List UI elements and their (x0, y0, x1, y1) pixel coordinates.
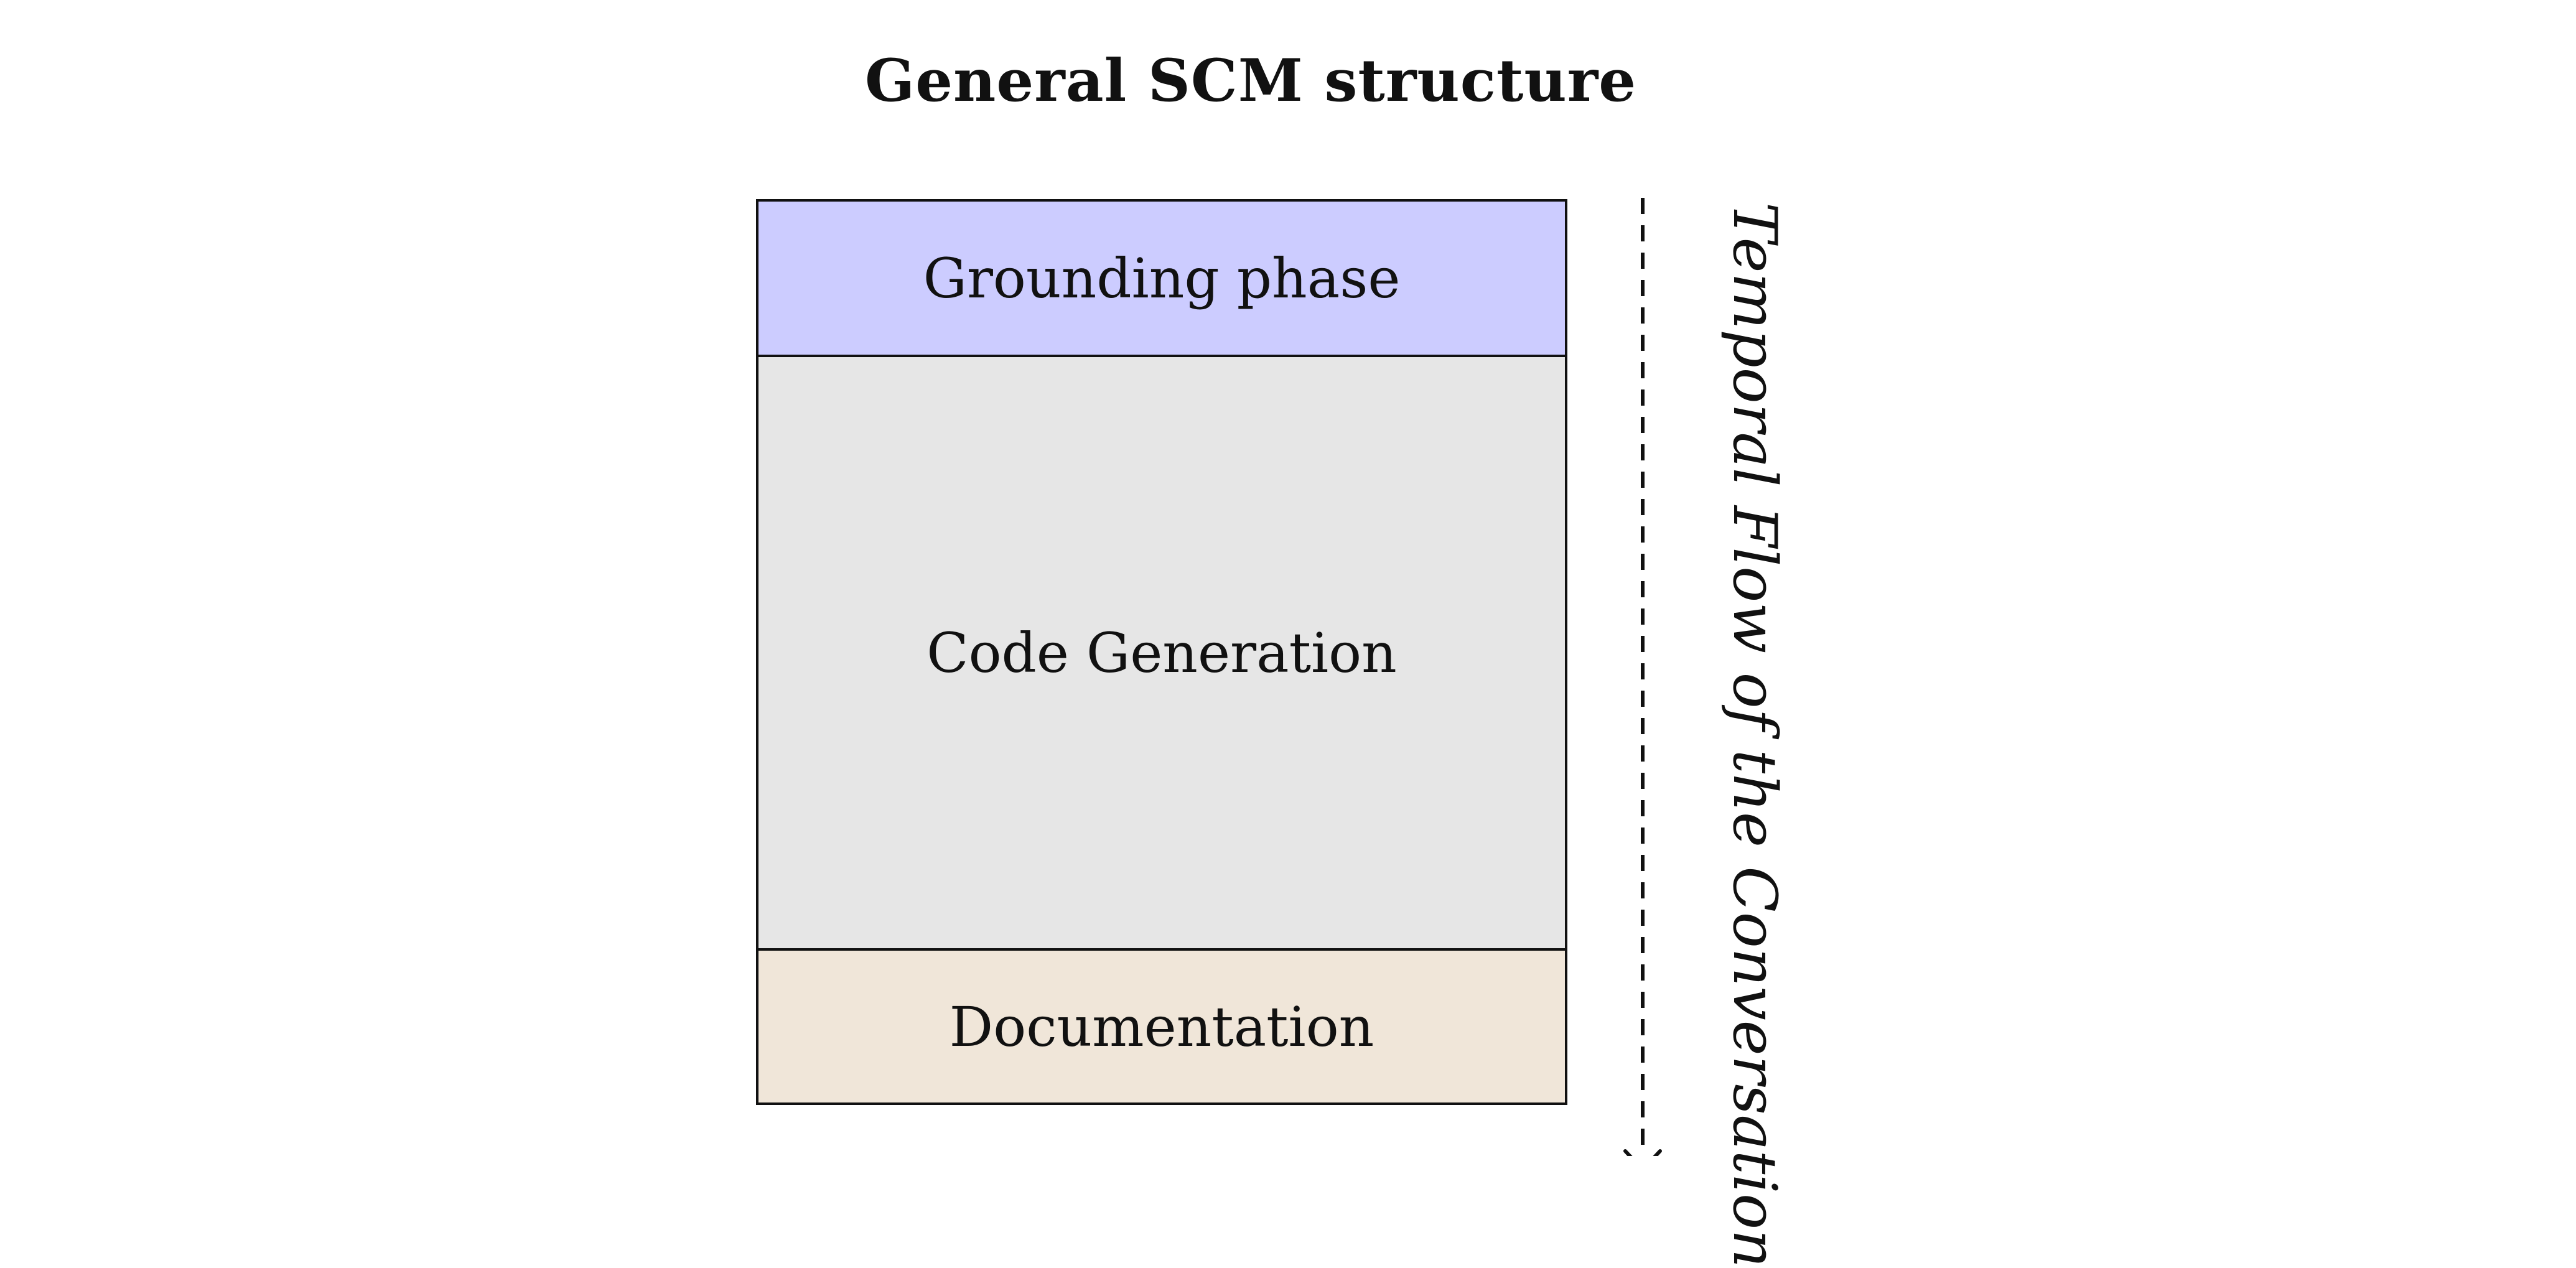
flow-arrow-head (1623, 1149, 1662, 1156)
block-grounding-phase-label: Grounding phase (923, 246, 1401, 310)
dashed-down-arrow-icon (1623, 198, 1662, 1156)
temporal-flow-label: Temporal Flow of the Conversation (1720, 202, 1790, 1268)
block-grounding-phase: Grounding phase (758, 202, 1565, 357)
block-code-generation: Code Generation (758, 357, 1565, 948)
block-documentation-label: Documentation (949, 994, 1374, 1059)
block-code-generation-label: Code Generation (926, 620, 1397, 685)
scm-structure-stack: Grounding phase Code Generation Document… (756, 199, 1567, 1105)
block-documentation: Documentation (758, 948, 1565, 1103)
diagram-title: General SCM structure (864, 47, 1637, 115)
